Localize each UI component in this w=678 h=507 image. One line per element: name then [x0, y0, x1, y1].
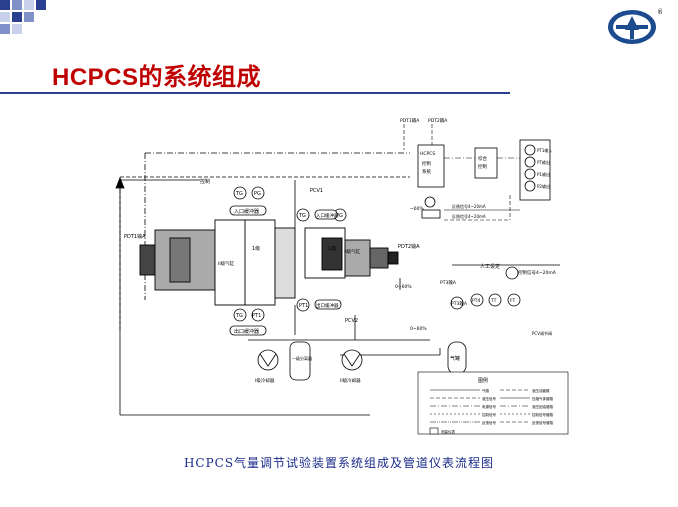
ft-label: FT	[510, 298, 516, 304]
signal-label-1: 反馈信号4~20mA	[452, 203, 486, 209]
cylinder-label-2: II级气缸	[344, 248, 361, 255]
unit-box-label-2: 控制	[478, 163, 487, 170]
range-label-2: 0~60%	[410, 326, 427, 332]
range-label-1: 0~60%	[395, 284, 412, 290]
pg-label-2: PG	[336, 213, 343, 219]
legend-item-4: 控制信号	[482, 412, 496, 417]
pid-diagram: 1级 II级气缸 TG PG 入口缓冲器 TG PT1 出口缓冲器 PDT1输A…	[115, 117, 569, 435]
legend-item-r5: 反馈信号管路	[532, 420, 553, 425]
signal-label-3: 控制信号4~20mA	[518, 269, 557, 276]
legend-item-5: 反馈信号	[482, 420, 496, 425]
legend-item-r2: 压缩气体管路	[532, 396, 553, 401]
pdt1-label: PDT1输A	[124, 233, 146, 240]
pt1-label-2: PT1	[299, 303, 308, 309]
compressor-2-label: 1级	[328, 245, 336, 252]
legend-item-2: 液压信号	[482, 396, 496, 401]
pdt2-label: PDT2输A	[398, 243, 420, 250]
legend-title: 图例	[478, 377, 488, 384]
title-underline	[0, 92, 510, 94]
gas-tank-label: 气罐	[450, 355, 460, 362]
hcpcs-box-label: HCPCS	[420, 151, 435, 157]
pcv1-label: PCV1	[310, 188, 323, 194]
pt-box-label-3: P1输出	[537, 171, 550, 177]
pt4-label: PT4	[472, 298, 480, 304]
outlet-buffer-1: 出口缓冲器	[234, 328, 259, 335]
manual-set-label: 人工设定	[480, 263, 500, 270]
tg-label-3: TG	[298, 213, 306, 219]
cooler-2-label: II级冷却器	[340, 377, 361, 384]
tg-label-1: TG	[235, 191, 243, 197]
diagram-caption: HCPCS气量调节试验装置系统组成及管道仪表流程图	[183, 456, 495, 470]
pt-box-label-4: P2输出	[537, 183, 550, 189]
lp-valve-label: PCV调节阀	[532, 330, 552, 336]
slide-title: HCPCS的系统组成	[52, 64, 262, 91]
pg-label-1: PG	[254, 191, 261, 197]
unit-box-label-1: 综合	[478, 155, 487, 162]
cooler-1-label: I级冷却器	[255, 377, 275, 384]
corner-decoration	[0, 0, 46, 34]
legend-item-r3: 液压回油管路	[532, 404, 553, 409]
signal-label-2: 反馈信号4~20mA	[452, 213, 486, 219]
legend-item-r1: 液压油管路	[532, 388, 550, 393]
pt1-label: PT1	[252, 313, 261, 319]
pdt2a-label: PDT2输A	[428, 117, 448, 124]
legend-item-r4: 控制信号管路	[532, 412, 553, 417]
legend-box-label: 测量仪表	[441, 429, 455, 434]
pcv2-label: PCV2	[345, 318, 358, 324]
pt-box-label-1: PT1输入	[537, 147, 552, 153]
outlet-buffer-2: 出口缓冲器	[316, 302, 339, 309]
registered-mark: ®	[657, 8, 662, 16]
pdt1a-label: PDT1输A	[400, 117, 420, 124]
inlet-buffer-1: 入口缓冲器	[234, 208, 259, 215]
hcpcs-sub1-label: 控制	[422, 160, 431, 167]
tt-label: TT	[490, 298, 497, 304]
tg-label-2: TG	[235, 313, 243, 319]
separator-label: 一级分离器	[292, 355, 312, 361]
range-label-3: ~60%	[410, 206, 424, 212]
pt3-node: PT3输A	[451, 300, 468, 307]
compressor-1-label: 1级	[252, 245, 260, 252]
top-box-label: 控制	[200, 178, 210, 185]
pt3-label: PT3输A	[440, 279, 457, 286]
inlet-buffer-2: 入口缓冲器	[316, 212, 339, 219]
company-logo-icon: ®	[608, 8, 662, 44]
legend-item-3: 电源信号	[482, 404, 496, 409]
hcpcs-sub2-label: 系统	[422, 168, 431, 175]
pt-box-label-2: PT输出	[537, 159, 550, 165]
cylinder-label-1: II级气缸	[218, 260, 235, 267]
legend-item-1: 气路	[482, 388, 490, 393]
